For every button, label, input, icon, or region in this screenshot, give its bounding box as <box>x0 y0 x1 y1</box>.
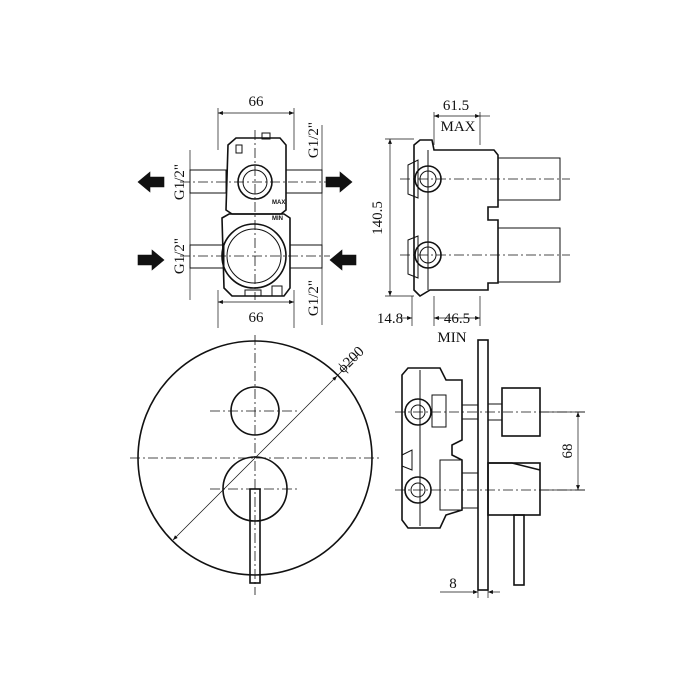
arrow-left-icon <box>329 249 357 271</box>
offset-label: 14.8 <box>377 311 403 327</box>
arrow-left-icon <box>137 171 165 193</box>
max-mark: MAX <box>272 200 285 206</box>
arrow-right-icon <box>137 249 165 271</box>
thread-top-right-label: G1/2" <box>306 122 322 158</box>
front-body-view: 66 MAX MIN <box>137 94 357 328</box>
height-label: 140.5 <box>370 201 386 235</box>
plate-side-view: 68 8 <box>395 339 585 598</box>
depth-min-label: MIN <box>437 330 466 346</box>
plate-diameter-label: ϕ200 <box>335 344 368 377</box>
width-top-label: 66 <box>249 94 265 110</box>
min-mark: MIN <box>272 216 283 222</box>
spacing-label: 68 <box>560 444 576 459</box>
body-outline <box>189 132 323 297</box>
side-body-view: 61.5 MAX 140.5 14.8 46.5 MIN <box>370 98 570 346</box>
thread-bottom-left-label: G1/2" <box>172 238 188 274</box>
plate-front-view: ϕ200 <box>130 335 380 595</box>
thread-bottom-right-label: G1/2" <box>306 280 322 316</box>
dim-width-top: 66 <box>217 94 295 150</box>
depth-min-value: 46.5 <box>444 311 470 327</box>
depth-max-value: 61.5 <box>443 98 469 114</box>
dim-width-bottom: 66 <box>217 290 295 328</box>
arrow-right-icon <box>325 171 353 193</box>
thread-top-left-label: G1/2" <box>172 164 188 200</box>
width-bottom-label: 66 <box>249 310 265 326</box>
plate-thickness-label: 8 <box>449 576 457 592</box>
depth-max-label: MAX <box>440 119 475 135</box>
